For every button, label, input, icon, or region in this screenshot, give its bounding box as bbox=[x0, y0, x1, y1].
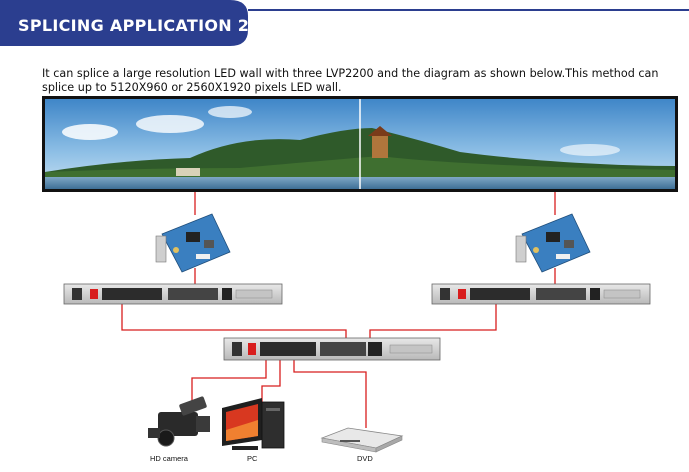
source-label-pc: PC bbox=[247, 454, 258, 463]
led-wall bbox=[42, 96, 678, 192]
sending-card-right bbox=[515, 213, 591, 273]
description-text: It can splice a large resolution LED wal… bbox=[42, 67, 659, 94]
source-label-dvd: DVD bbox=[357, 454, 373, 463]
sending-card-left bbox=[155, 213, 231, 273]
cable-lines bbox=[121, 192, 556, 428]
video-processor-right bbox=[431, 283, 651, 305]
header-band bbox=[0, 0, 689, 46]
video-processor-left bbox=[63, 283, 283, 305]
video-processor-center bbox=[223, 337, 441, 361]
dvd-player-icon bbox=[320, 427, 404, 453]
video-camera-icon bbox=[148, 396, 210, 447]
source-label-hd-camera: HD camera bbox=[150, 454, 188, 463]
page-title: SPLICING APPLICATION 2 bbox=[18, 16, 250, 35]
pc-monitor-icon bbox=[222, 398, 285, 450]
